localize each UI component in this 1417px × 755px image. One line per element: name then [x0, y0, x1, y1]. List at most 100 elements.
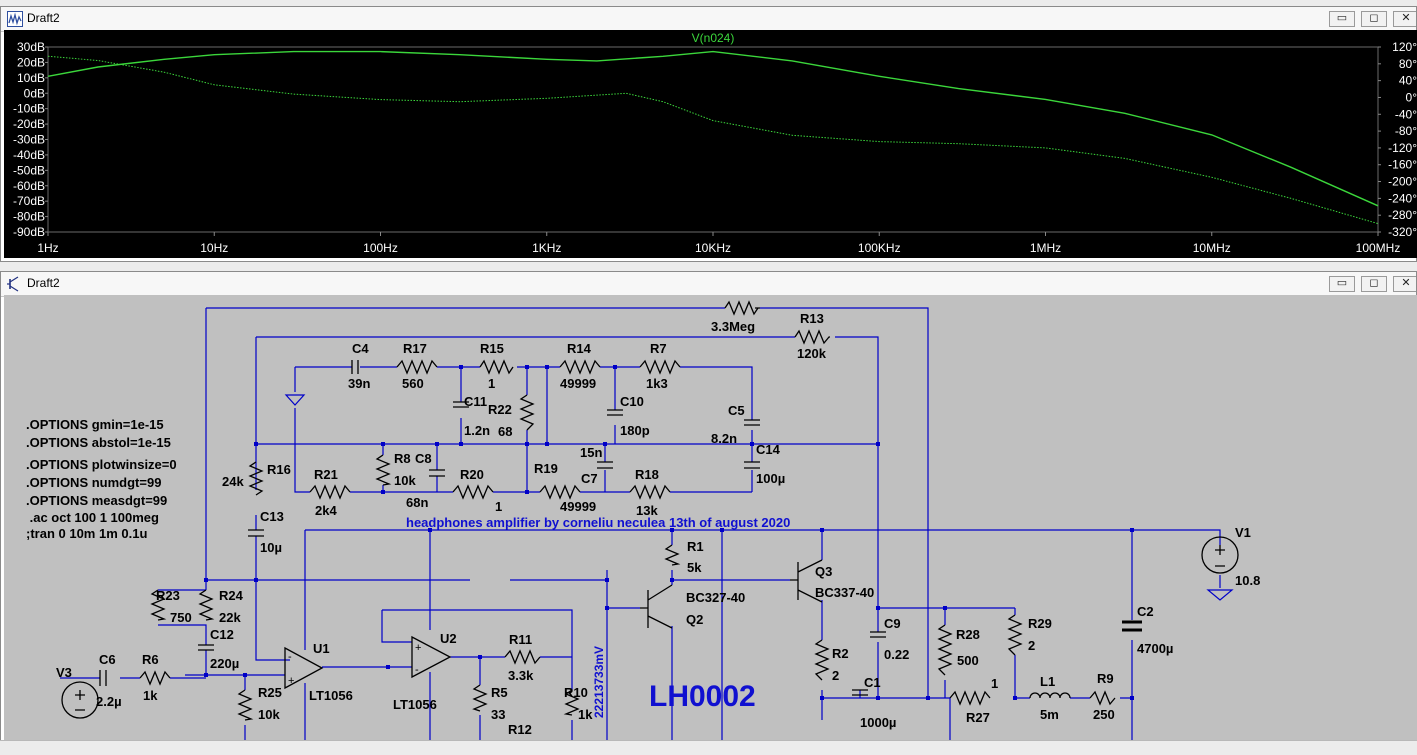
wires — [60, 307, 1221, 740]
value-R1: 5k — [687, 560, 702, 575]
label-V3: V3 — [56, 665, 72, 680]
value-R22: 68 — [498, 424, 512, 439]
label-C12: C12 — [210, 627, 234, 642]
directive-line: .OPTIONS abstol=1e-15 — [26, 435, 171, 450]
status-strip — [0, 740, 1417, 755]
value-R28: 500 — [957, 653, 979, 668]
label-C10: C10 — [620, 394, 644, 409]
label-R22: R22 — [488, 402, 512, 417]
svg-text:+: + — [415, 642, 421, 654]
value-R25: 10k — [258, 707, 280, 722]
schematic-drawing[interactable]: .w{stroke:#0000c8;stroke-width:1.2;fill:… — [4, 295, 1417, 740]
y-right-tick-label: 120° — [1392, 40, 1417, 54]
value-R14: 49999 — [560, 376, 596, 391]
y-right-tick-label: -160° — [1388, 158, 1417, 172]
label-R2: R2 — [832, 646, 849, 661]
label-C7: C7 — [581, 471, 598, 486]
x-tick-label: 10Hz — [200, 241, 228, 255]
label-L1: L1 — [1040, 674, 1055, 689]
spice-directives[interactable]: .OPTIONS gmin=1e-15 .OPTIONS abstol=1e-1… — [26, 417, 177, 541]
magnitude-trace[interactable] — [47, 50, 1379, 207]
value-R24: 22k — [219, 610, 241, 625]
y-left-tick-label: -40dB — [13, 148, 45, 162]
lh0002-label[interactable]: LH0002 — [649, 680, 756, 713]
svg-text:-: - — [415, 664, 419, 676]
value-R19: 49999 — [560, 499, 596, 514]
label-R15: R15 — [480, 341, 504, 356]
minimize-button[interactable]: ▭ — [1329, 11, 1355, 27]
schematic-window-titlebar[interactable]: Draft2 ▭ ◻ ✕ — [1, 272, 1416, 297]
value-R6: 1k — [143, 688, 158, 703]
trace-title[interactable]: V(n024) — [692, 31, 735, 45]
label-R12: R12 — [508, 722, 532, 737]
label-C8: C8 — [415, 451, 432, 466]
value-C10: 180p — [620, 423, 650, 438]
minimize-button[interactable]: ▭ — [1329, 276, 1355, 292]
y-right-tick-label: -280° — [1388, 208, 1417, 222]
value-C5: 8.2n — [711, 431, 737, 446]
value-L1: 5m — [1040, 707, 1059, 722]
label-R18: R18 — [635, 467, 659, 482]
directive-line: .OPTIONS numdgt=99 — [26, 475, 161, 490]
label-V1: V1 — [1235, 525, 1251, 540]
value-R18: 13k — [636, 503, 658, 518]
component-symbols: - + + - — [61, 300, 1239, 721]
close-button[interactable]: ✕ — [1393, 276, 1416, 292]
value-U2: LT1056 — [393, 697, 437, 712]
label-R8: R8 — [394, 451, 411, 466]
value-C9: 0.22 — [884, 647, 909, 662]
label-R1: R1 — [687, 539, 704, 554]
label-C9: C9 — [884, 616, 901, 631]
schematic-canvas[interactable]: .w{stroke:#0000c8;stroke-width:1.2;fill:… — [4, 295, 1417, 755]
directive-line: ;tran 0 10m 1m 0.1u — [26, 526, 147, 541]
node-voltage-label[interactable]: 22213733mV — [592, 646, 606, 718]
schematic-comment[interactable]: headphones amplifier by corneliu neculea… — [406, 515, 790, 530]
y-left-tick-label: -80dB — [13, 210, 45, 224]
value-R5: 33 — [491, 707, 505, 722]
x-tick-label: 10KHz — [695, 241, 731, 255]
y-left-tick-label: -20dB — [13, 117, 45, 131]
label-R9: R9 — [1097, 671, 1114, 686]
plot-window-titlebar[interactable]: Draft2 ▭ ◻ ✕ — [1, 7, 1416, 32]
label-C4: C4 — [352, 341, 369, 356]
y-right-tick-label: -240° — [1388, 191, 1417, 205]
value-R15: 1 — [488, 376, 495, 391]
restore-button[interactable]: ◻ — [1361, 276, 1387, 292]
phase-trace[interactable] — [47, 55, 1379, 225]
restore-button[interactable]: ◻ — [1361, 11, 1387, 27]
value-R11: 3.3k — [508, 668, 534, 683]
value-C11: 1.2n — [464, 423, 490, 438]
value-C14: 100µ — [756, 471, 785, 486]
value-V1: 10.8 — [1235, 573, 1260, 588]
y-left-tick-label: 30dB — [17, 40, 45, 54]
close-button[interactable]: ✕ — [1393, 11, 1416, 27]
y-left-tick-label: 20dB — [17, 55, 45, 69]
directive-line: .OPTIONS measdgt=99 — [26, 493, 167, 508]
value-R16: 24k — [222, 474, 244, 489]
label-R17: R17 — [403, 341, 427, 356]
label-R23: R23 — [156, 588, 180, 603]
y-left-tick-label: -10dB — [13, 102, 45, 116]
value-R8: 10k — [394, 473, 416, 488]
label-R21: R21 — [314, 467, 338, 482]
transistor-icon — [7, 276, 19, 292]
directive-line: .OPTIONS plotwinsize=0 — [26, 457, 177, 472]
y-right-tick-label: -200° — [1388, 175, 1417, 189]
label-R14: R14 — [567, 341, 592, 356]
label-C13: C13 — [260, 509, 284, 524]
x-tick-label: 100MHz — [1356, 241, 1401, 255]
value-Rtop: 3.3Meg — [711, 319, 755, 334]
value-R13: 120k — [797, 346, 827, 361]
y-right-tick-label: -320° — [1388, 225, 1417, 239]
waveform-icon — [7, 11, 23, 27]
x-tick-label: 100Hz — [363, 241, 398, 255]
y-right-tick-label: 40° — [1399, 74, 1417, 88]
y-right-tick-label: -80° — [1395, 124, 1417, 138]
label-R27: R27 — [966, 710, 990, 725]
label-R29: R29 — [1028, 616, 1052, 631]
y-left-tick-label: 10dB — [17, 71, 45, 85]
value-C2: 4700µ — [1137, 641, 1173, 656]
junction-dots — [204, 365, 1134, 700]
